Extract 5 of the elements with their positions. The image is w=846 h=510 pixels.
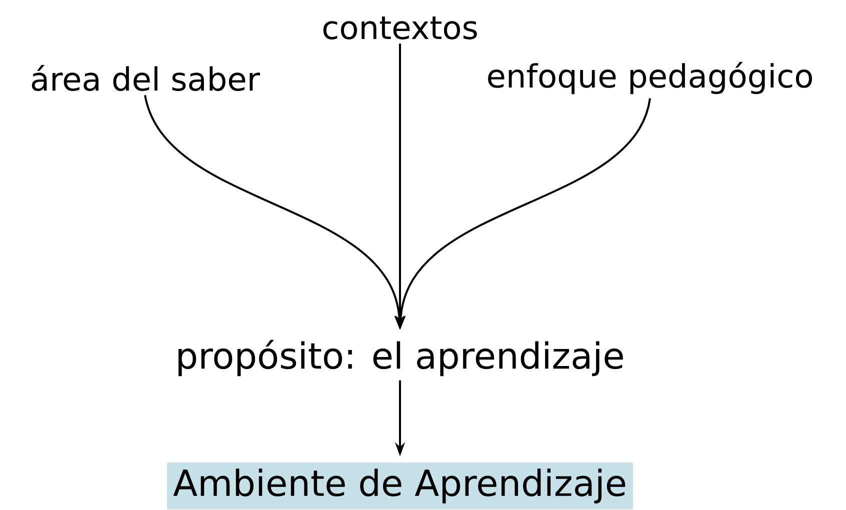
concept-label: enfoque pedagógico — [488, 62, 812, 94]
concept-label: área del saber — [32, 64, 260, 92]
concept-label: contextos — [323, 16, 477, 40]
result-box: Ambiente de Aprendizaje — [166, 462, 634, 510]
purpose-label: propósito: el aprendizaje — [178, 340, 623, 376]
